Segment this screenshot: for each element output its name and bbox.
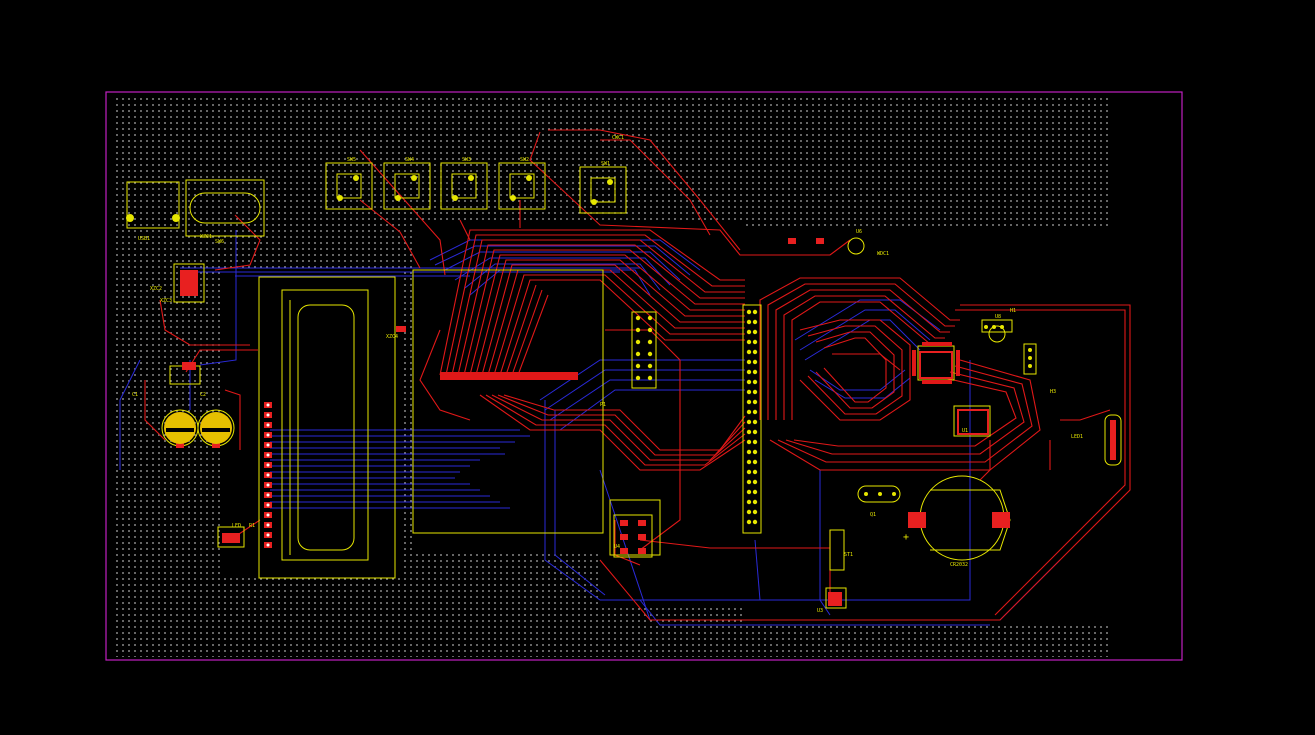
copper-pads — [176, 238, 1116, 606]
label-p1: P1 — [600, 402, 606, 408]
label-sw2: SW2 — [520, 157, 529, 163]
top-copper-traces — [144, 129, 1131, 621]
label-u1: U1 — [962, 428, 968, 434]
label-xzc3: XZC3 — [160, 298, 172, 304]
label-u6: U6 — [856, 229, 862, 235]
label-sw5: SW5 — [347, 157, 356, 163]
label-cr2032: CR2032 — [950, 562, 968, 568]
fine-pitch-pads — [440, 342, 960, 384]
label-sw6: SW6 — [215, 239, 224, 245]
label-led: LED — [232, 523, 241, 529]
header-pin-holes — [266, 403, 270, 547]
silkscreen-layer — [126, 162, 1122, 609]
label-xzc1: XZC1 — [200, 234, 212, 240]
p1-socket-outline — [412, 269, 604, 534]
cleared-zones — [220, 222, 1130, 622]
label-u4: U4 — [614, 544, 620, 550]
label-r1: R1 — [249, 523, 255, 529]
label-wdc1: WDC1 — [877, 251, 889, 257]
label-c1: C1 — [132, 392, 138, 398]
label-xzc2: XZC2 — [150, 286, 162, 292]
board-outline — [105, 91, 1183, 661]
label-cwc1: CWC1 — [612, 135, 624, 141]
main-header-connector — [746, 309, 758, 525]
label-xzc4: XZC4 — [386, 334, 398, 340]
label-h3: H3 — [1050, 389, 1056, 395]
label-usb1: USB1 — [138, 236, 150, 242]
small-header-p2 — [635, 315, 653, 381]
switch-pads — [126, 175, 1032, 496]
label-led1: LED1 — [1071, 434, 1083, 440]
label-sw1: SW1 — [601, 161, 610, 167]
reference-designators: SW5 SW4 SW3 SW2 SW1 CWC1 U6 WDC1 U8 H1 H… — [132, 135, 1083, 614]
lcd-module-outline — [258, 276, 396, 579]
label-u8: U8 — [995, 314, 1001, 320]
label-st1: ST1 — [844, 552, 853, 558]
label-u3: U3 — [817, 608, 823, 614]
label-q1: Q1 — [870, 512, 876, 518]
label-c2: C2 — [200, 392, 206, 398]
label-sw3: SW3 — [462, 157, 471, 163]
label-plus: + — [903, 532, 909, 543]
label-sw4: SW4 — [405, 157, 414, 163]
label-h1: H1 — [1010, 308, 1016, 314]
